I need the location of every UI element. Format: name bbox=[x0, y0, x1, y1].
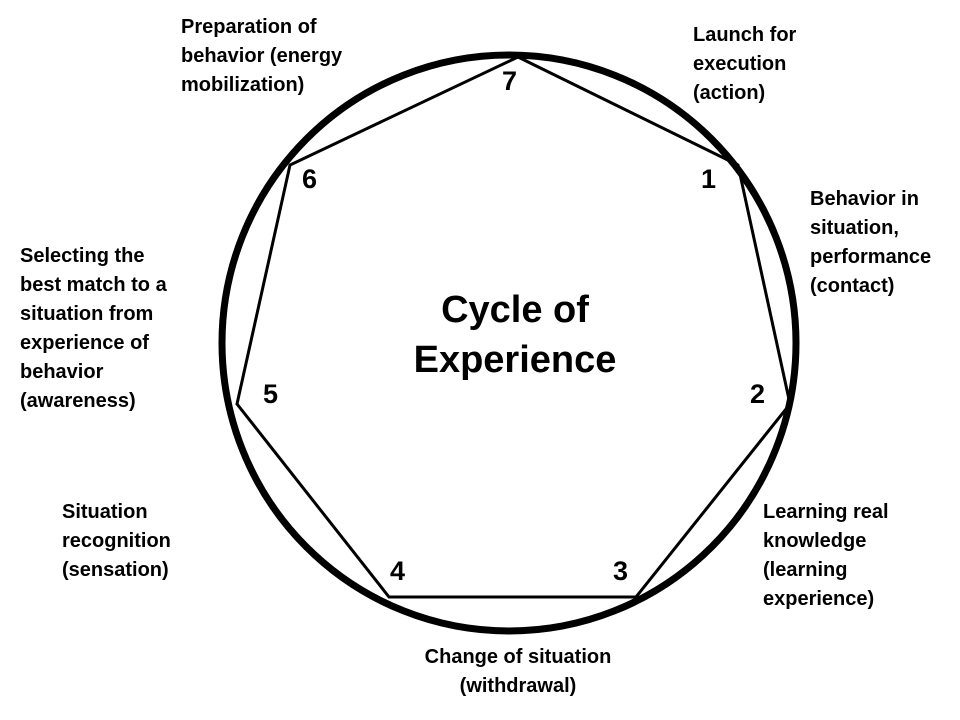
outer-cycle-circle bbox=[218, 51, 800, 635]
stage-label-1: Launch for execution (action) bbox=[693, 24, 797, 104]
stage-label-6: Selecting the best match to a situation … bbox=[20, 245, 167, 412]
stage-number-2: 2 bbox=[750, 379, 766, 409]
stage-number-7: 7 bbox=[502, 66, 518, 96]
stage-number-3: 3 bbox=[613, 556, 629, 586]
stage-label-7: Preparation of behavior (energy mobiliza… bbox=[181, 16, 343, 96]
diagram-title: Cycle of Experience bbox=[413, 289, 617, 381]
stage-number-6: 6 bbox=[302, 164, 318, 194]
stage-number-1: 1 bbox=[701, 164, 717, 194]
stage-number-4: 4 bbox=[390, 556, 406, 586]
stage-label-4: Change of situation (withdrawal) bbox=[424, 646, 612, 697]
stage-number-5: 5 bbox=[263, 379, 279, 409]
stage-label-3: Learning real knowledge (learning experi… bbox=[763, 501, 889, 610]
stage-label-5: Situation recognition (sensation) bbox=[62, 501, 171, 581]
stage-label-2: Behavior in situation, performance (cont… bbox=[810, 188, 932, 297]
heptagon bbox=[235, 55, 792, 599]
